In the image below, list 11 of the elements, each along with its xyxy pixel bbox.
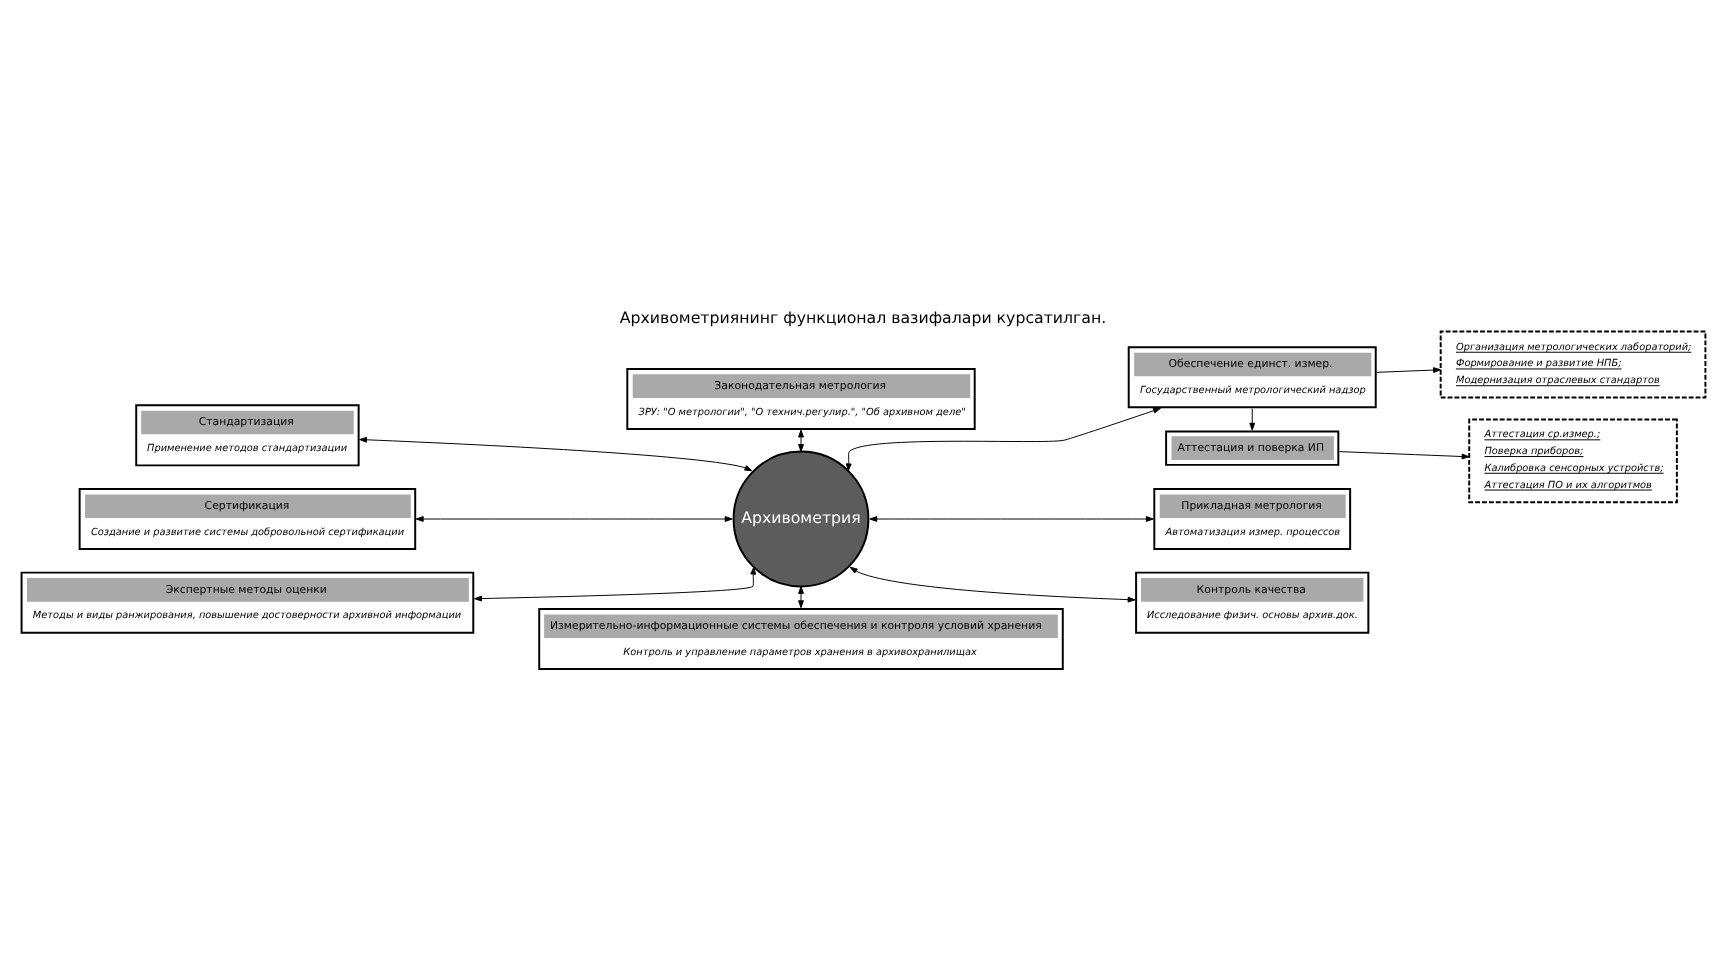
- arrow: [798, 429, 804, 452]
- arrow: [1339, 451, 1470, 460]
- arrow: [1249, 408, 1256, 431]
- arrow: [1376, 367, 1441, 373]
- arrow: [849, 566, 1136, 603]
- arrow: [798, 586, 804, 609]
- arrow: [845, 407, 1161, 472]
- arrow: [415, 516, 733, 522]
- arrow: [359, 436, 753, 472]
- arrow: [869, 516, 1154, 522]
- arrow: [474, 566, 757, 602]
